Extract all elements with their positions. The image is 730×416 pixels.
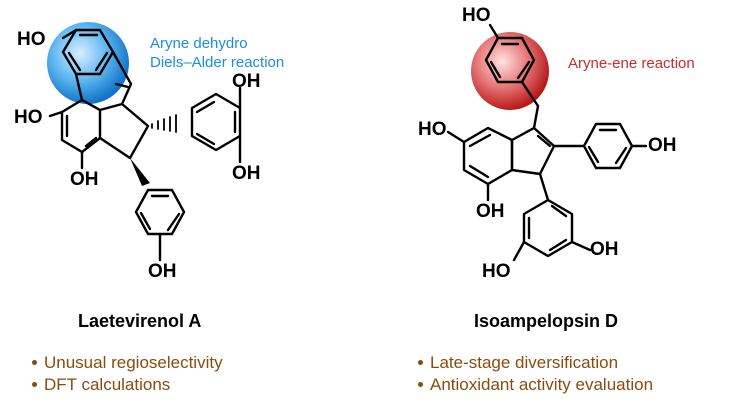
right-ho-left: HO xyxy=(418,119,447,140)
left-annotation-line-2: Diels–Alder reaction xyxy=(150,54,285,72)
left-oh-bottom: OH xyxy=(70,169,99,190)
right-bullet-1: Late-stage diversification xyxy=(418,352,653,374)
left-ho-top: HO xyxy=(17,29,46,50)
bullet-dot xyxy=(32,359,37,365)
left-oh-lowest: OH xyxy=(148,261,177,282)
left-bullet-1: Unusual regioselectivity xyxy=(32,352,223,374)
left-bullets: Unusual regioselectivity DFT calculation… xyxy=(32,352,223,396)
left-annotation-line-1: Aryne dehydro xyxy=(150,35,248,52)
right-bullet-1-text: Late-stage diversification xyxy=(430,353,619,372)
right-bullet-2-text: Antioxidant activity evaluation xyxy=(430,375,654,395)
right-ho-lowest: HO xyxy=(482,261,511,282)
left-oh-right-bottom: OH xyxy=(232,163,261,184)
left-annotation: Aryne dehydro Diels–Alder reaction xyxy=(150,34,284,72)
right-bullet-2: Antioxidant activity evaluation xyxy=(418,374,653,396)
right-compound-name: Isoampelopsin D xyxy=(474,311,619,331)
left-compound-name: Laetevirenol A xyxy=(78,311,202,331)
right-annotation: Aryne-ene reaction xyxy=(568,55,695,72)
bullet-dot xyxy=(418,359,423,365)
right-oh-lowest: OH xyxy=(590,239,619,260)
left-bullet-2-text: DFT calculations xyxy=(44,375,171,395)
right-oh-right: OH xyxy=(648,135,677,156)
bullet-dot xyxy=(32,381,37,387)
laetevirenol-a-structure xyxy=(48,28,242,262)
left-bullet-1-text: Unusual regioselectivity xyxy=(44,353,223,372)
right-bullets: Late-stage diversification Antioxidant a… xyxy=(418,352,653,396)
left-bullet-2: DFT calculations xyxy=(32,374,223,396)
bullet-dot xyxy=(418,381,423,387)
isoampelopsin-d-structure xyxy=(446,23,648,262)
right-ho-top: HO xyxy=(462,5,491,26)
left-ho-mid: HO xyxy=(14,107,43,128)
right-oh-bottom-left: OH xyxy=(476,201,505,222)
left-oh-right-top: OH xyxy=(232,71,261,92)
